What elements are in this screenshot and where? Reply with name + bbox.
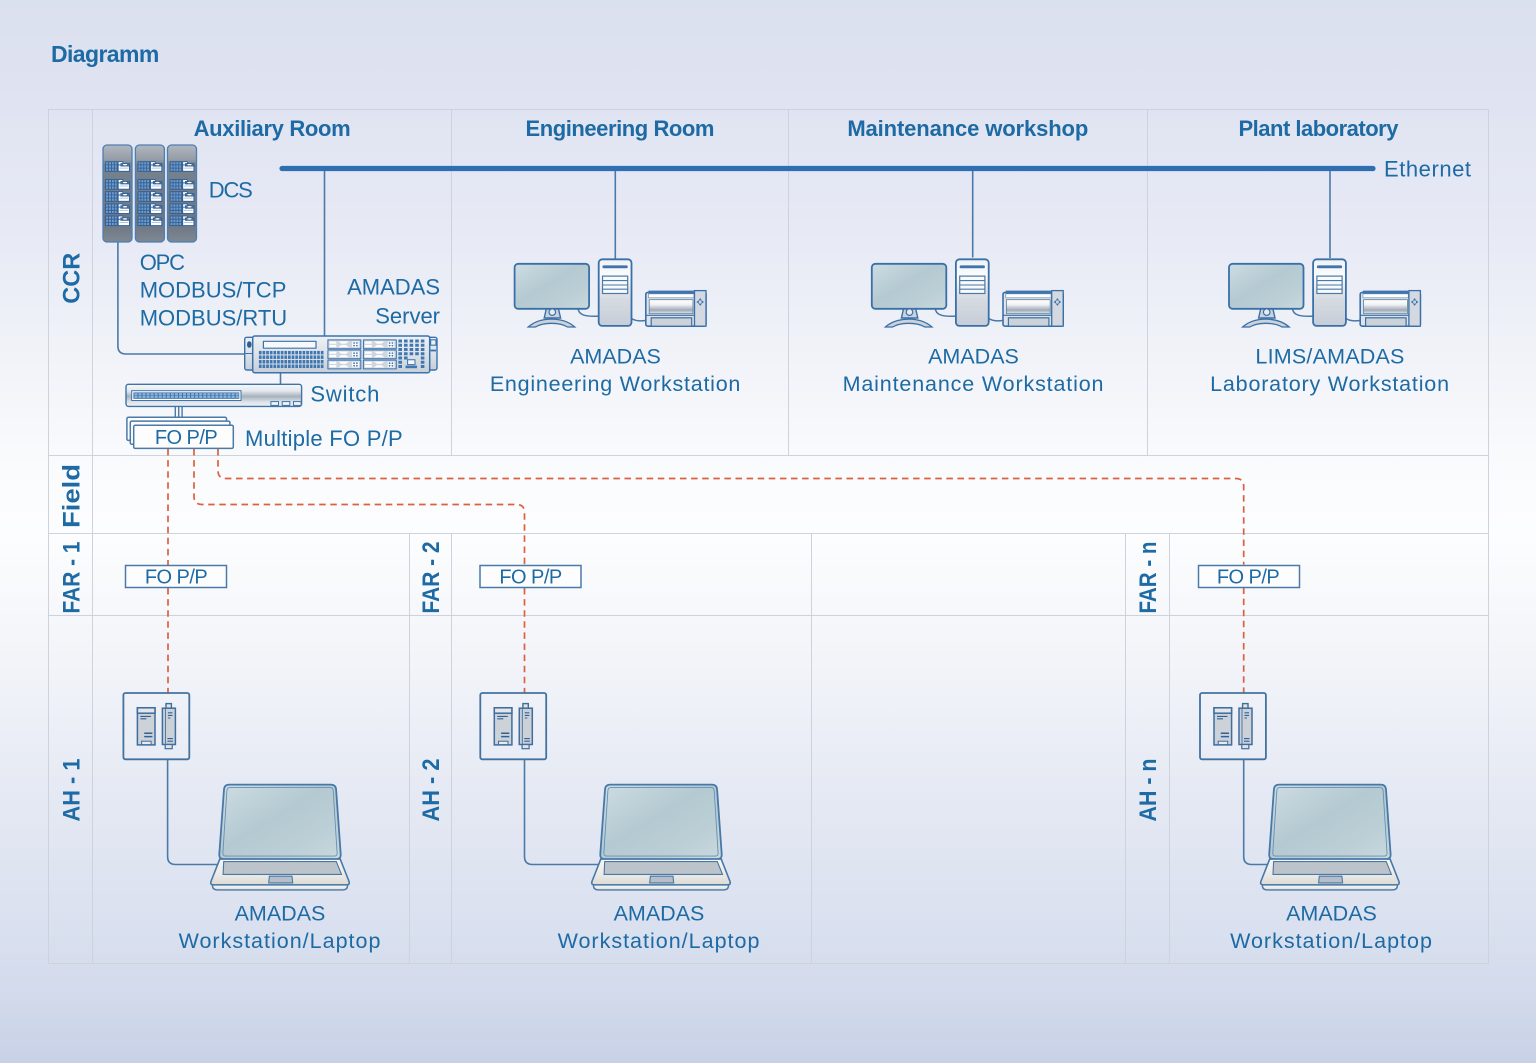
svg-text:Plant laboratory: Plant laboratory bbox=[1239, 116, 1400, 141]
svg-text:FAR - n: FAR - n bbox=[1135, 542, 1162, 614]
svg-text:OPC: OPC bbox=[140, 250, 185, 275]
svg-text:Server: Server bbox=[375, 304, 440, 329]
svg-text:Laboratory Workstation: Laboratory Workstation bbox=[1210, 372, 1450, 396]
svg-text:Workstation/Laptop: Workstation/Laptop bbox=[1230, 929, 1433, 953]
svg-text:FO P/P: FO P/P bbox=[145, 567, 207, 589]
svg-text:FO P/P: FO P/P bbox=[155, 427, 217, 449]
svg-text:FO P/P: FO P/P bbox=[499, 567, 561, 589]
svg-text:AH - n: AH - n bbox=[1135, 759, 1162, 822]
svg-text:MODBUS/RTU: MODBUS/RTU bbox=[140, 306, 288, 331]
svg-text:Switch: Switch bbox=[310, 382, 380, 407]
svg-text:AMADAS: AMADAS bbox=[235, 902, 326, 926]
svg-text:AH - 2: AH - 2 bbox=[418, 759, 445, 822]
svg-text:Field: Field bbox=[59, 464, 86, 528]
svg-text:Multiple FO P/P: Multiple FO P/P bbox=[245, 426, 403, 451]
svg-text:FO P/P: FO P/P bbox=[1217, 567, 1279, 589]
svg-text:Engineering Workstation: Engineering Workstation bbox=[490, 372, 741, 396]
svg-text:Maintenance Workstation: Maintenance Workstation bbox=[843, 372, 1105, 396]
svg-text:Workstation/Laptop: Workstation/Laptop bbox=[558, 929, 761, 953]
svg-text:Ethernet: Ethernet bbox=[1384, 157, 1472, 182]
svg-text:Workstation/Laptop: Workstation/Laptop bbox=[179, 929, 382, 953]
svg-text:AMADAS: AMADAS bbox=[570, 345, 661, 369]
svg-text:AMADAS: AMADAS bbox=[347, 275, 440, 300]
svg-text:Diagramm: Diagramm bbox=[51, 41, 159, 67]
svg-text:AMADAS: AMADAS bbox=[928, 345, 1019, 369]
svg-text:AMADAS: AMADAS bbox=[1286, 902, 1377, 926]
svg-text:Auxiliary Room: Auxiliary Room bbox=[194, 116, 351, 141]
svg-text:AMADAS: AMADAS bbox=[614, 902, 705, 926]
svg-text:AH - 1: AH - 1 bbox=[59, 759, 86, 822]
svg-text:LIMS/AMADAS: LIMS/AMADAS bbox=[1255, 345, 1404, 369]
svg-text:FAR - 2: FAR - 2 bbox=[418, 542, 445, 614]
svg-text:DCS: DCS bbox=[209, 178, 252, 203]
svg-text:MODBUS/TCP: MODBUS/TCP bbox=[140, 278, 287, 303]
svg-text:Engineering Room: Engineering Room bbox=[525, 116, 714, 141]
svg-text:CCR: CCR bbox=[59, 253, 86, 304]
svg-text:Maintenance workshop: Maintenance workshop bbox=[847, 116, 1088, 141]
svg-text:FAR - 1: FAR - 1 bbox=[59, 542, 86, 614]
